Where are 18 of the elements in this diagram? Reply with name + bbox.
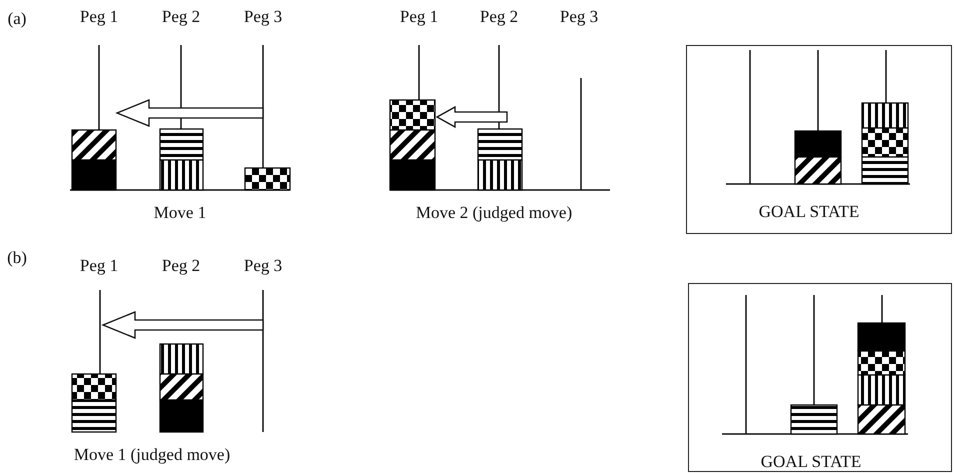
move-caption: Move 1 xyxy=(154,203,206,223)
peg-label: Peg 1 xyxy=(80,7,118,27)
caption-text: GOAL STATE xyxy=(758,202,860,222)
peg-label: Peg 2 xyxy=(480,7,518,27)
goal-state-frame xyxy=(688,283,952,472)
peg-label: Peg 2 xyxy=(162,256,200,276)
goal-state-frame xyxy=(686,45,952,234)
peg-label: Peg 2 xyxy=(162,7,200,27)
peg-label: Peg 3 xyxy=(560,7,598,27)
panel-letter: (a) xyxy=(8,9,26,29)
peg-label: Peg 1 xyxy=(80,256,118,276)
move-caption: Move 2 (judged move) xyxy=(416,203,572,223)
move-caption: Move 1 (judged move) xyxy=(74,445,230,465)
panel-letter: (b) xyxy=(7,248,27,268)
peg-label: Peg 3 xyxy=(244,7,282,27)
caption-text: GOAL STATE xyxy=(760,452,862,472)
peg-label: Peg 1 xyxy=(400,7,438,27)
peg-label: Peg 3 xyxy=(244,256,282,276)
